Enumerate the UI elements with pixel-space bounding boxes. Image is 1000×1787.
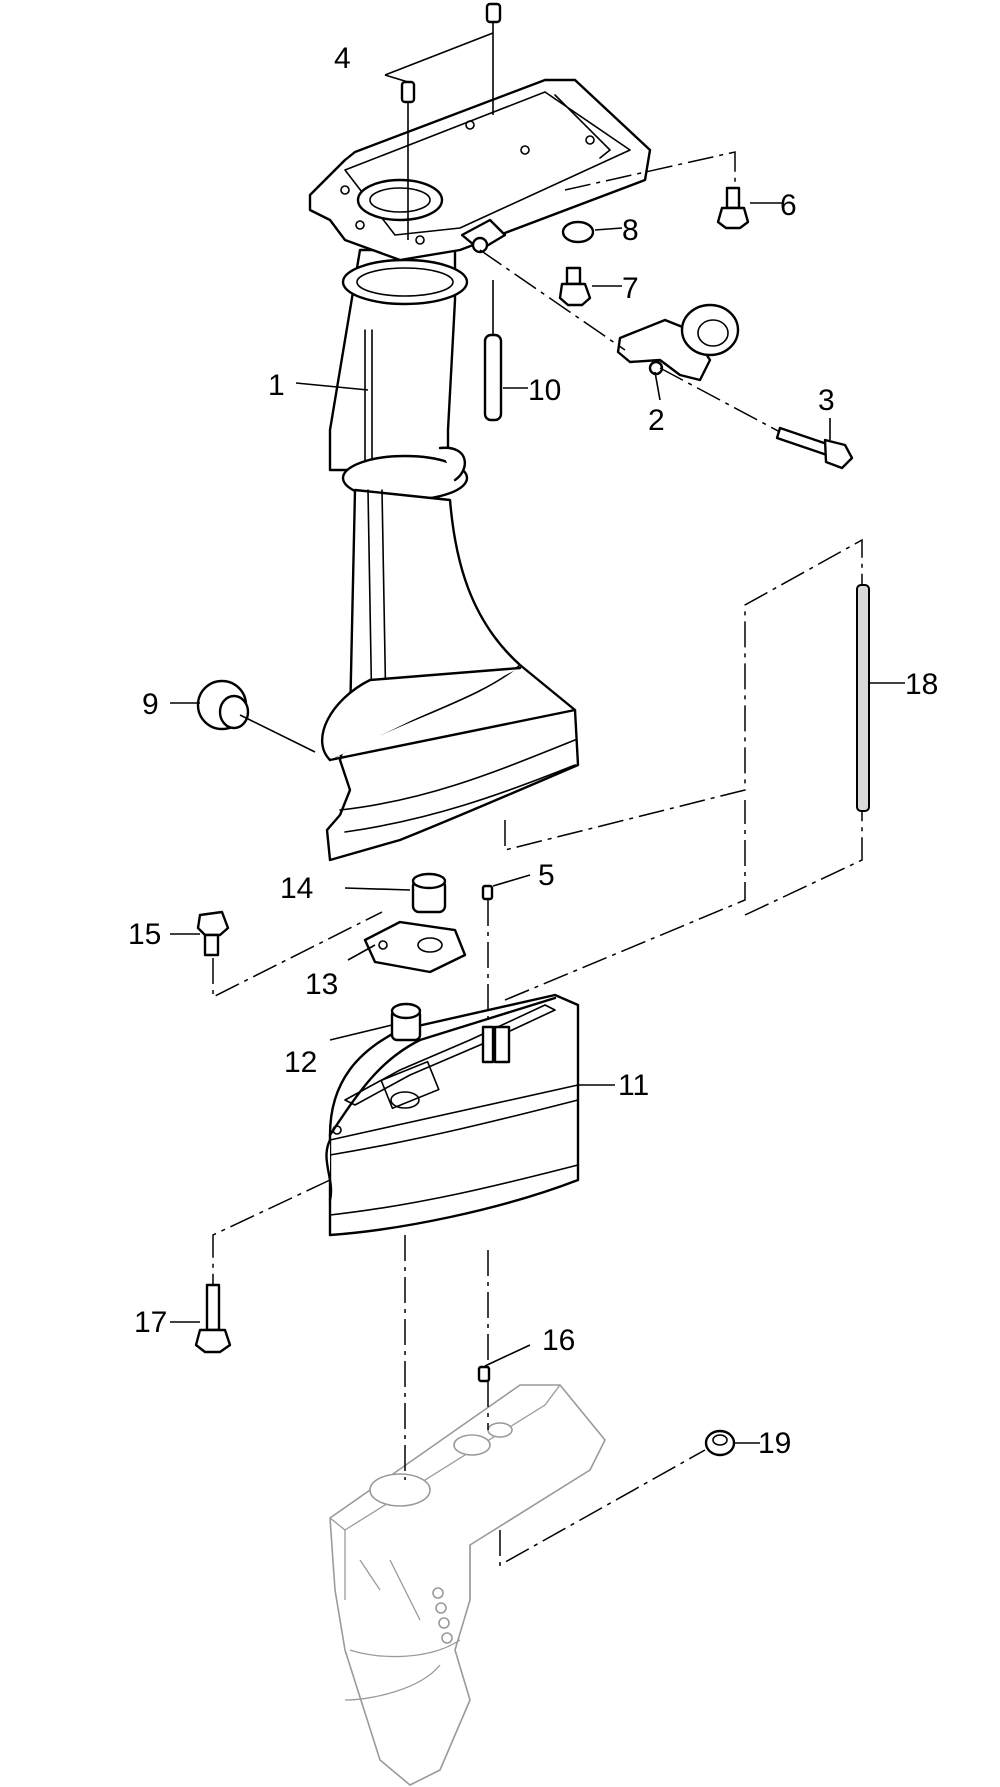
callout-9: 9 — [142, 688, 159, 721]
bolt-part-15 — [196, 910, 230, 957]
callout-labels: 1 2 3 4 5 6 7 8 9 10 11 12 13 14 15 16 1… — [128, 42, 938, 1460]
callout-4: 4 — [334, 42, 351, 75]
callout-5: 5 — [538, 859, 555, 892]
callout-8: 8 — [622, 214, 639, 247]
guide-line-13 — [212, 911, 383, 999]
guide-line-shaft — [404, 1235, 489, 1480]
pin-part-4-b — [400, 80, 416, 104]
bolt-part-17 — [194, 1283, 232, 1354]
leader-lines — [170, 32, 905, 1444]
guide-line-3 — [659, 367, 781, 433]
callout-12: 12 — [284, 1046, 317, 1079]
guide-line-18-top — [504, 538, 863, 851]
callout-19: 19 — [758, 1427, 791, 1460]
callout-15: 15 — [128, 918, 161, 951]
grommet-part-9 — [196, 679, 250, 731]
pin-part-16 — [477, 1365, 491, 1383]
bushing-part-14 — [411, 872, 447, 914]
clamp-part-2 — [616, 303, 740, 382]
callout-7: 7 — [622, 272, 639, 305]
guide-line-19 — [499, 1449, 706, 1567]
drive-shaft-housing — [320, 248, 580, 862]
bolt-part-6 — [716, 186, 750, 230]
callout-16: 16 — [542, 1324, 575, 1357]
callout-17: 17 — [134, 1306, 167, 1339]
callout-3: 3 — [818, 384, 835, 417]
bushing-part-12 — [390, 1002, 422, 1042]
rod-part-10 — [483, 333, 503, 422]
plate-part-13 — [363, 920, 467, 974]
callout-1: 1 — [268, 369, 285, 402]
upper-mount-plate — [308, 78, 652, 262]
callout-14: 14 — [280, 872, 313, 905]
guide-line-17 — [212, 1179, 331, 1285]
guide-line-6 — [564, 151, 736, 191]
pin-part-4-a — [485, 2, 502, 24]
guide-line-18-bottom — [504, 800, 863, 1001]
nut-part-19 — [704, 1429, 736, 1457]
bolt-part-7 — [558, 266, 592, 307]
gearcase-reference — [329, 1384, 606, 1786]
callout-6: 6 — [780, 189, 797, 222]
pin-part-5 — [481, 884, 494, 901]
stud-part-18 — [856, 584, 870, 812]
guide-line-2 — [479, 249, 626, 351]
bolt-part-3 — [775, 426, 854, 470]
washer-part-8 — [561, 220, 595, 244]
callout-18: 18 — [905, 668, 938, 701]
callout-13: 13 — [305, 968, 338, 1001]
callout-11: 11 — [618, 1069, 649, 1102]
callout-10: 10 — [528, 374, 561, 407]
callout-2: 2 — [648, 404, 665, 437]
